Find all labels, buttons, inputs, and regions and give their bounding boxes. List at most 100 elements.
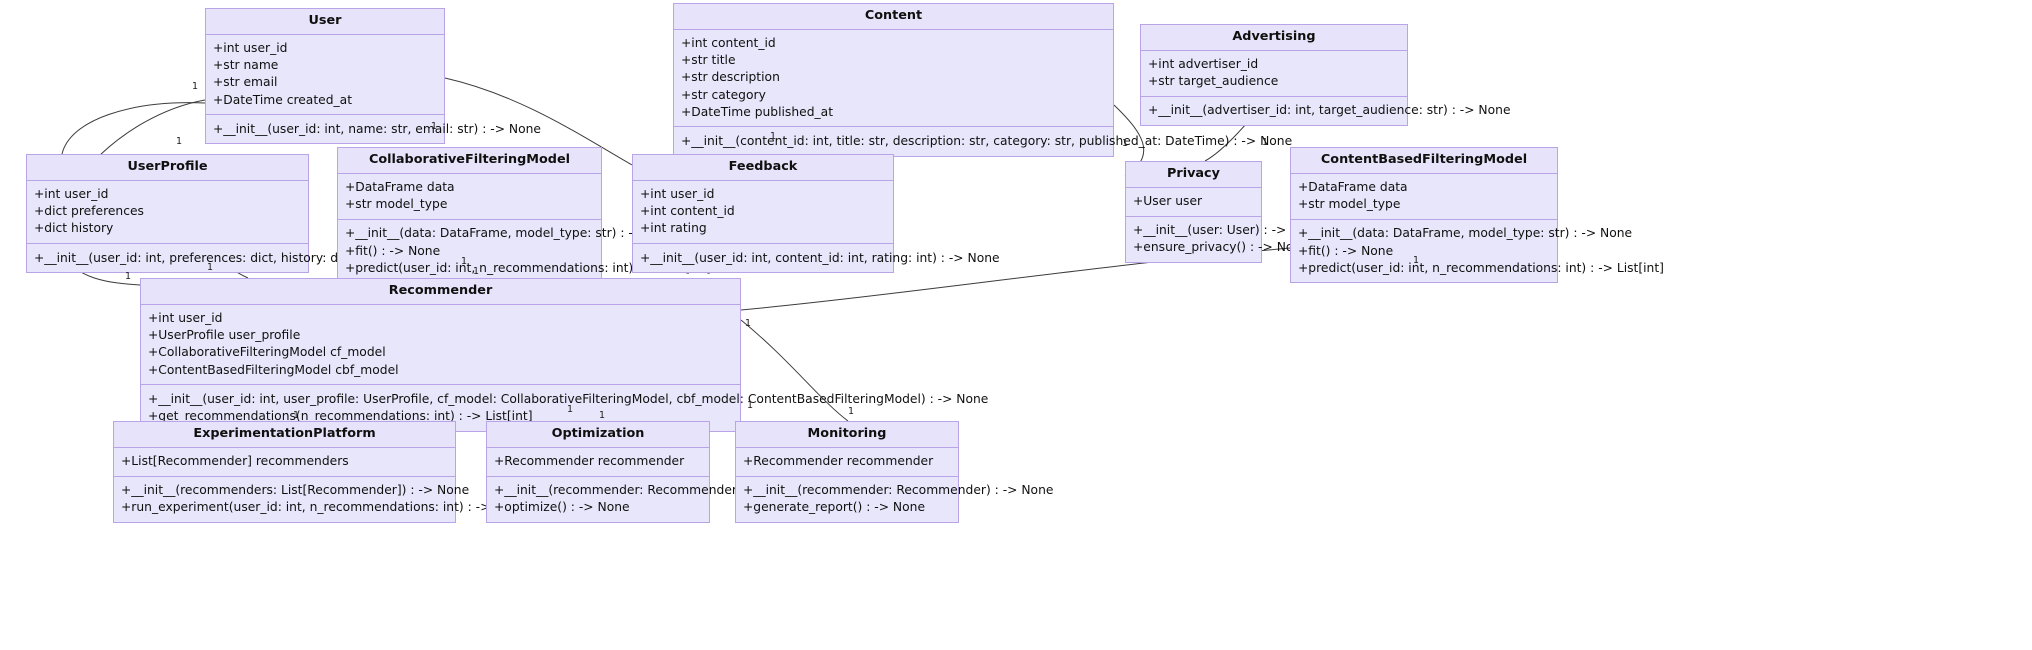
method-row: +predict(user_id: int, n_recommendations… bbox=[1298, 260, 1664, 275]
multiplicity-label: 1 bbox=[599, 410, 606, 421]
class-methods-userprofile: +__init__(user_id: int, preferences: dic… bbox=[27, 244, 421, 272]
class-attributes-cbfmodel: +DataFrame data+str model_type bbox=[1291, 174, 1557, 220]
class-title-feedback: Feedback bbox=[633, 155, 893, 181]
attribute-row: +dict history bbox=[34, 221, 114, 236]
method-row: +__init__(user: User) : -> None bbox=[1133, 223, 1323, 238]
method-row: +ensure_privacy() : -> None bbox=[1133, 240, 1309, 255]
association-edge-user-userprofile bbox=[61, 102, 206, 155]
method-row: +optimize() : -> None bbox=[494, 500, 630, 515]
multiplicity-label: 1 bbox=[848, 406, 855, 417]
method-row: +__init__(data: DataFrame, model_type: s… bbox=[1298, 226, 1633, 241]
attribute-row: +str email bbox=[213, 75, 278, 90]
class-title-privacy: Privacy bbox=[1126, 162, 1261, 188]
attribute-row: +int content_id bbox=[640, 204, 735, 219]
multiplicity-label: 1 bbox=[293, 410, 300, 421]
uml-class-optimization[interactable]: Optimization +Recommender recommender +__i… bbox=[486, 421, 804, 524]
class-title-content: Content bbox=[674, 4, 1113, 30]
attribute-row: +DateTime published_at bbox=[681, 104, 834, 119]
attribute-row: +CollaborativeFilteringModel cf_model bbox=[148, 345, 386, 360]
class-title-experimentationplatform: ExperimentationPlatform bbox=[114, 422, 455, 448]
class-attributes-privacy: +User user bbox=[1126, 188, 1261, 217]
multiplicity-label: 1 bbox=[745, 318, 752, 329]
method-row: +__init__(user_id: int, content_id: int,… bbox=[640, 250, 1000, 265]
multiplicity-label: 1 bbox=[176, 136, 183, 147]
method-row: +predict(user_id: int, n_recommendations… bbox=[345, 260, 711, 275]
class-attributes-advertising: +int advertiser_id+str target_audience bbox=[1141, 51, 1407, 97]
attribute-row: +int user_id bbox=[148, 311, 223, 326]
method-row: +fit() : -> None bbox=[1298, 243, 1394, 258]
uml-class-user[interactable]: User+int user_id+str name+str email+Date… bbox=[205, 8, 541, 145]
class-title-optimization: Optimization bbox=[487, 422, 709, 448]
attribute-row: +str category bbox=[681, 87, 766, 102]
uml-class-experimentationplatform[interactable]: ExperimentationPlatform +List[Recommender… bbox=[113, 421, 600, 524]
class-title-advertising: Advertising bbox=[1141, 25, 1407, 51]
class-attributes-feedback: +int user_id+int content_id+int rating bbox=[633, 181, 893, 245]
multiplicity-label: 1 bbox=[567, 404, 574, 415]
method-row: +__init__(data: DataFrame, model_type: s… bbox=[345, 226, 680, 241]
multiplicity-label: 1 bbox=[747, 400, 754, 411]
uml-class-cbfmodel[interactable]: ContentBasedFilteringModel+DataFrame dat… bbox=[1290, 147, 1664, 284]
class-methods-cfmodel: +__init__(data: DataFrame, model_type: s… bbox=[338, 220, 711, 282]
class-attributes-cfmodel: +DataFrame data+str model_type bbox=[338, 174, 601, 220]
method-row: +__init__(user_id: int, user_profile: Us… bbox=[148, 391, 989, 406]
class-methods-experimentationplatform: +__init__(recommenders: List[Recommender… bbox=[114, 477, 600, 522]
method-row: +__init__(user_id: int, preferences: dic… bbox=[34, 250, 421, 265]
class-attributes-userprofile: +int user_id+dict preferences+dict histo… bbox=[27, 181, 308, 245]
uml-class-content[interactable]: Content+int content_id+str title+str des… bbox=[673, 3, 1293, 157]
class-attributes-monitoring: +Recommender recommender bbox=[736, 448, 958, 477]
multiplicity-label: 1 bbox=[770, 131, 777, 142]
attribute-row: +DateTime created_at bbox=[213, 92, 353, 107]
method-row: +__init__(user_id: int, name: str, email… bbox=[213, 121, 541, 136]
uml-class-userprofile[interactable]: UserProfile+int user_id+dict preferences… bbox=[26, 154, 421, 274]
method-row: +generate_report() : -> None bbox=[743, 500, 926, 515]
attribute-row: +int user_id bbox=[640, 187, 715, 202]
class-title-cbfmodel: ContentBasedFilteringModel bbox=[1291, 148, 1557, 174]
multiplicity-label: 1 bbox=[461, 256, 468, 267]
method-row: +__init__(recommender: Recommender) : ->… bbox=[743, 483, 1054, 498]
attribute-row: +Recommender recommender bbox=[494, 454, 685, 469]
class-attributes-optimization: +Recommender recommender bbox=[487, 448, 709, 477]
uml-class-cfmodel[interactable]: CollaborativeFilteringModel+DataFrame da… bbox=[337, 147, 711, 284]
multiplicity-label: 1 bbox=[192, 81, 199, 92]
uml-class-advertising[interactable]: Advertising+int advertiser_id+str target… bbox=[1140, 24, 1511, 127]
class-attributes-user: +int user_id+str name+str email+DateTime… bbox=[206, 35, 444, 116]
attribute-row: +UserProfile user_profile bbox=[148, 328, 301, 343]
class-methods-privacy: +__init__(user: User) : -> None +ensure_p… bbox=[1126, 217, 1323, 262]
class-title-userprofile: UserProfile bbox=[27, 155, 308, 181]
uml-class-privacy[interactable]: Privacy +User user +__init__(user: User) :… bbox=[1125, 161, 1323, 264]
multiplicity-label: 1 bbox=[207, 262, 214, 273]
class-methods-monitoring: +__init__(recommender: Recommender) : ->… bbox=[736, 477, 1054, 522]
method-row: +__init__(content_id: int, title: str, d… bbox=[681, 133, 1293, 148]
multiplicity-label: 1 bbox=[473, 266, 480, 277]
class-methods-recommender: +__init__(user_id: int, user_profile: Us… bbox=[141, 385, 989, 430]
method-row: +__init__(advertiser_id: int, target_aud… bbox=[1148, 103, 1511, 118]
attribute-row: +str description bbox=[681, 70, 780, 85]
attribute-row: +str title bbox=[681, 53, 736, 68]
attribute-row: +str model_type bbox=[1298, 197, 1401, 212]
uml-class-monitoring[interactable]: Monitoring+Recommender recommender +__ini… bbox=[735, 421, 1054, 524]
multiplicity-label: 1 bbox=[125, 271, 132, 282]
attribute-row: +int user_id bbox=[213, 41, 288, 56]
class-title-cfmodel: CollaborativeFilteringModel bbox=[338, 148, 601, 174]
uml-class-recommender[interactable]: Recommender+int user_id+UserProfile user… bbox=[140, 278, 989, 432]
method-row: +__init__(recommenders: List[Recommender… bbox=[121, 483, 470, 498]
attribute-row: +List[Recommender] recommenders bbox=[121, 454, 349, 469]
class-title-monitoring: Monitoring bbox=[736, 422, 958, 448]
method-row: +fit() : -> None bbox=[345, 243, 441, 258]
class-methods-optimization: +__init__(recommender: Recommender) : ->… bbox=[487, 477, 804, 522]
class-attributes-recommender: +int user_id +UserProfile user_profile +Co… bbox=[141, 305, 740, 386]
attribute-row: +User user bbox=[1133, 194, 1203, 209]
method-row: +get_recommendations(n_recommendations: … bbox=[148, 408, 533, 423]
method-row: +run_experiment(user_id: int, n_recommen… bbox=[121, 500, 600, 515]
class-methods-cbfmodel: +__init__(data: DataFrame, model_type: s… bbox=[1291, 220, 1664, 282]
class-title-user: User bbox=[206, 9, 444, 35]
multiplicity-label: 1 bbox=[1122, 138, 1129, 149]
multiplicity-label: 1 bbox=[431, 121, 438, 132]
class-methods-content: +__init__(content_id: int, title: str, d… bbox=[674, 127, 1293, 155]
class-methods-advertising: +__init__(advertiser_id: int, target_aud… bbox=[1141, 97, 1511, 125]
class-attributes-experimentationplatform: +List[Recommender] recommenders bbox=[114, 448, 455, 477]
attribute-row: +str target_audience bbox=[1148, 74, 1279, 89]
uml-class-feedback[interactable]: Feedback+int user_id+int content_id+int … bbox=[632, 154, 1000, 274]
class-attributes-content: +int content_id+str title+str descriptio… bbox=[674, 30, 1113, 128]
